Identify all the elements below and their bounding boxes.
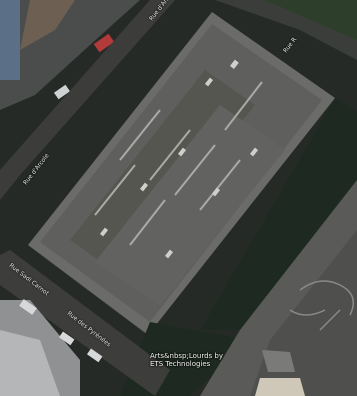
poi-label[interactable]: Arts&nbsp;Lourds by ETS Technologies bbox=[150, 352, 223, 368]
road-rue-sadi-carnot bbox=[0, 250, 170, 396]
poi-label-line2: ETS Technologies bbox=[150, 360, 211, 368]
poi-label-line1: Arts&nbsp;Lourds by bbox=[150, 352, 223, 360]
